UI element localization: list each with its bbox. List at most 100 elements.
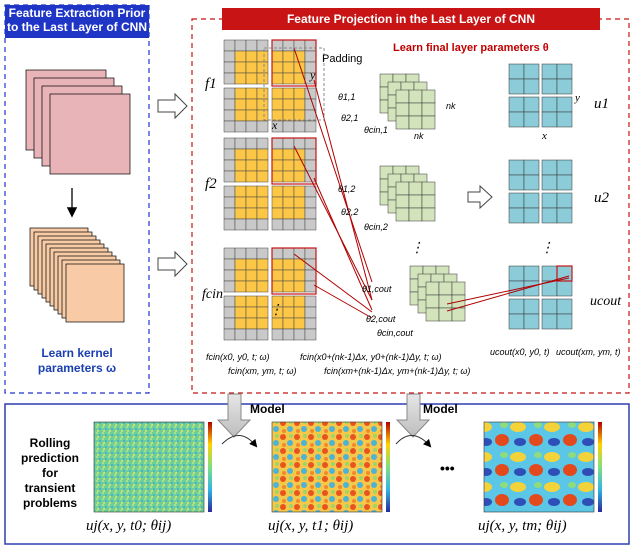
output-cell-highlight (556, 265, 573, 282)
grid-cell (282, 98, 295, 111)
grid-cell (256, 258, 269, 271)
grid-cell (304, 328, 317, 341)
output-cell (508, 159, 525, 176)
grid-cell (234, 98, 247, 111)
grid-cell (293, 185, 306, 198)
field-plot-t0 (93, 421, 205, 513)
grid-cell (271, 170, 284, 183)
kernel-cell (395, 207, 410, 222)
feature-stack-pink (25, 69, 131, 175)
grid-cell (223, 207, 236, 220)
grid-cell (293, 120, 306, 133)
output-cell (523, 207, 540, 224)
grid-cell (245, 137, 258, 150)
input-label-2: f2 (205, 176, 217, 192)
annot-input-3: fcin(x0+(nk-1)Δx, y0+(nk-1)Δy, t; ω) (300, 352, 442, 362)
ellipsis-dots: ••• (440, 460, 455, 476)
colorbar-t0 (208, 422, 212, 512)
curve-arrow-2 (395, 435, 432, 448)
equation-tm: uj(x, y, tm; θij) (478, 518, 567, 534)
output-label-2: u2 (594, 190, 609, 206)
grid-cell (245, 280, 258, 293)
theta-label-22: θ2,2 (341, 207, 359, 217)
kernel-cell (408, 207, 423, 222)
output-cell (523, 111, 540, 128)
grid-cell (256, 185, 269, 198)
grid-cell (282, 317, 295, 330)
grid-cell (293, 109, 306, 122)
grid-cell (271, 317, 284, 330)
grid-cell (304, 109, 317, 122)
grid-cell (271, 50, 284, 63)
grid-cell (282, 109, 295, 122)
grid-cell (293, 295, 306, 308)
grid-cell (282, 258, 295, 271)
grid-cell (271, 98, 284, 111)
output-cell (523, 313, 540, 330)
grid-cell (271, 207, 284, 220)
grid-cell (304, 159, 317, 172)
grid-cell (223, 258, 236, 271)
output-cell (523, 159, 540, 176)
output-axis-y: y (575, 92, 580, 104)
grid-cell (234, 295, 247, 308)
grid-cell (256, 207, 269, 220)
theta-label-21: θ2,1 (341, 113, 359, 123)
output-cell (541, 111, 558, 128)
grid-cell (245, 317, 258, 330)
grid-cell (271, 280, 284, 293)
grid-cell (304, 170, 317, 183)
annot-input-1: fcin(x0, y0, t; ω) (206, 352, 270, 362)
grid-cell (271, 39, 284, 52)
kernel-cell (438, 294, 453, 309)
grid-cell (223, 280, 236, 293)
theta-label-cinc: θcin,cout (377, 328, 413, 338)
grid-cell (304, 196, 317, 209)
grid-cell (245, 269, 258, 282)
grid-cell (223, 306, 236, 319)
grid-cell (245, 72, 258, 85)
grid-cell (293, 280, 306, 293)
output-cell (508, 96, 525, 113)
output-cell (556, 159, 573, 176)
output-cell (541, 63, 558, 80)
grid-cell (293, 306, 306, 319)
kernel-cell (395, 181, 410, 196)
grid-cell (282, 148, 295, 161)
output-cell (508, 265, 525, 282)
output-cell (556, 63, 573, 80)
theta-label-2c: θ2,cout (366, 314, 396, 324)
grid-cell (223, 50, 236, 63)
axis-y-label: y (310, 68, 316, 82)
output-axis-x: x (542, 130, 547, 142)
output-cell (508, 298, 525, 315)
grid-cell (256, 218, 269, 231)
kernel-cell (395, 194, 410, 209)
grid-cell (234, 137, 247, 150)
colorbar-tm (598, 422, 602, 512)
output-cell (556, 174, 573, 191)
feature-stack-peach (29, 227, 125, 323)
right-panel-title: Feature Projection in the Last Layer of … (286, 12, 536, 26)
grid-cell (223, 120, 236, 133)
output-cell (508, 192, 525, 209)
grid-cell (304, 306, 317, 319)
grid-cell (293, 218, 306, 231)
left-panel-header (5, 5, 149, 38)
grid-cell (282, 328, 295, 341)
grid-cell (245, 185, 258, 198)
output-grid (508, 265, 573, 330)
output-cell (523, 63, 540, 80)
output-cell (556, 96, 573, 113)
kernel-ellipsis: ⋮ (410, 241, 424, 256)
kernel-cell (421, 181, 436, 196)
kernel-stack (409, 265, 466, 322)
grid-cell (282, 137, 295, 150)
grid-cell (271, 185, 284, 198)
input-feature-grid (223, 247, 317, 341)
grid-cell (245, 258, 258, 271)
grid-cell (282, 61, 295, 74)
grid-cell (223, 72, 236, 85)
